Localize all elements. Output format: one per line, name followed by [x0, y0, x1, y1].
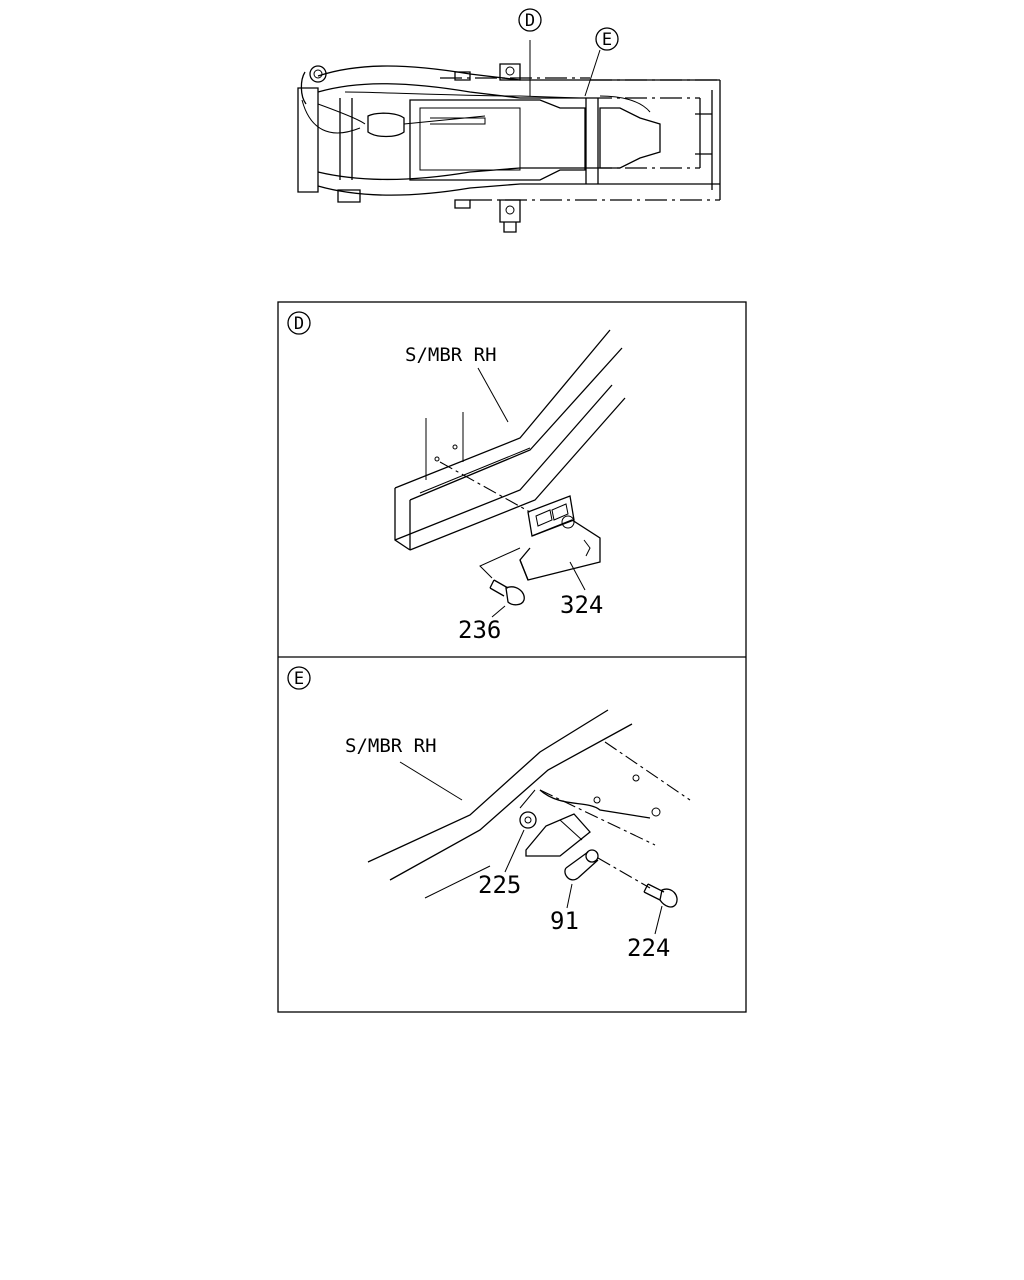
detail-e-drawing	[367, 709, 691, 935]
callout-e-label: E	[602, 30, 612, 50]
part-225[interactable]: 225	[478, 871, 521, 899]
detail-e-member-label: S/MBR RH	[345, 735, 437, 757]
callout-d-label: D	[525, 11, 535, 31]
part-224[interactable]: 224	[627, 934, 670, 962]
detail-e-tag: E	[287, 666, 311, 690]
detail-d-tag: D	[287, 311, 311, 335]
detail-d-member-label: S/MBR RH	[405, 344, 497, 366]
part-324-label: 324	[560, 591, 603, 619]
callout-d[interactable]: D	[518, 8, 542, 32]
detail-d-tag-label: D	[294, 314, 304, 334]
part-236[interactable]: 236	[458, 616, 501, 644]
part-91-label: 91	[550, 907, 579, 935]
callout-e[interactable]: E	[595, 27, 619, 51]
part-91[interactable]: 91	[550, 907, 579, 935]
part-225-label: 225	[478, 871, 521, 899]
detail-d-drawing	[394, 329, 626, 618]
chassis-overview	[297, 40, 721, 233]
detail-e-tag-label: E	[294, 669, 304, 689]
part-324[interactable]: 324	[560, 591, 603, 619]
part-224-label: 224	[627, 934, 670, 962]
part-236-label: 236	[458, 616, 501, 644]
